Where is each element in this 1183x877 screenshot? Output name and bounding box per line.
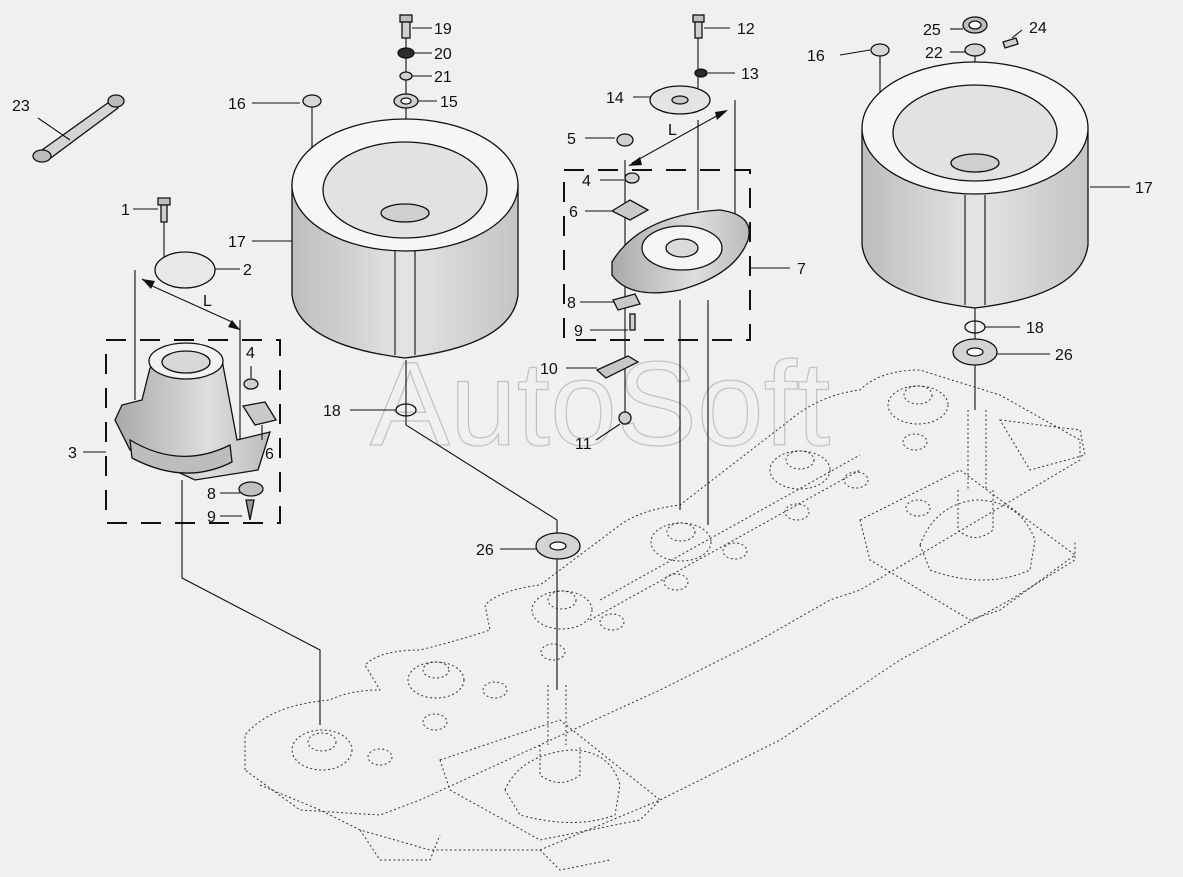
watermark: AutoSoft (370, 337, 830, 471)
callout-16-right: 16 (807, 48, 825, 65)
dimension-label-center: L (668, 122, 677, 139)
callout-13: 13 (741, 66, 759, 83)
callout-labels: 23 1 2 L 3 4 6 8 9 16 17 19 20 21 15 18 … (12, 20, 1153, 559)
callout-14: 14 (606, 90, 624, 107)
callout-7: 7 (797, 261, 806, 278)
callout-15: 15 (440, 94, 458, 111)
callout-17-right: 17 (1135, 180, 1153, 197)
callout-6-center: 6 (569, 204, 578, 221)
callout-24: 24 (1029, 20, 1047, 37)
assembly-box-left (105, 339, 281, 524)
callout-1: 1 (121, 202, 130, 219)
callout-6-left: 6 (265, 446, 274, 463)
assembly-box-center (563, 169, 751, 341)
washer-left (535, 532, 581, 560)
callout-26-left: 26 (476, 542, 494, 559)
callout-3: 3 (68, 445, 77, 462)
callout-8-left: 8 (207, 486, 216, 503)
drum-left (291, 118, 519, 359)
callout-25: 25 (923, 22, 941, 39)
callout-4-center: 4 (582, 173, 591, 190)
cap-14 (649, 14, 711, 115)
callout-11: 11 (575, 436, 592, 453)
callout-9-center: 9 (574, 323, 583, 340)
cutter-disc (595, 133, 750, 425)
cone-skid-left (114, 342, 278, 521)
wrench (32, 94, 125, 163)
drum-right (861, 61, 1089, 309)
callout-5: 5 (567, 131, 576, 148)
dimension-label-left: L (203, 293, 212, 310)
callout-20: 20 (434, 46, 452, 63)
callout-leaders (37, 27, 1130, 550)
callout-10: 10 (540, 361, 558, 378)
callout-12: 12 (737, 21, 755, 38)
callout-18-left: 18 (323, 403, 341, 420)
gearbox-left (504, 685, 621, 823)
gearbox-right (919, 410, 1036, 581)
callout-18-right: 18 (1026, 320, 1044, 337)
callout-23: 23 (12, 98, 30, 115)
callout-26-right: 26 (1055, 347, 1073, 364)
callout-4-left: 4 (246, 345, 255, 362)
bolt-1 (157, 197, 171, 223)
cutter-bar-hubs (291, 385, 949, 771)
callout-9-left: 9 (207, 509, 216, 526)
callout-2: 2 (243, 262, 252, 279)
stack-right (870, 16, 1019, 366)
callout-17-left: 17 (228, 234, 246, 251)
callout-22: 22 (925, 45, 943, 62)
cover-plate (154, 251, 216, 289)
stack-left (302, 14, 419, 109)
assembly-lines (134, 30, 976, 725)
cutter-bar (244, 369, 1086, 871)
callout-19: 19 (434, 21, 452, 38)
callout-16-left: 16 (228, 96, 246, 113)
callout-8-center: 8 (567, 295, 576, 312)
callout-21: 21 (434, 69, 452, 86)
